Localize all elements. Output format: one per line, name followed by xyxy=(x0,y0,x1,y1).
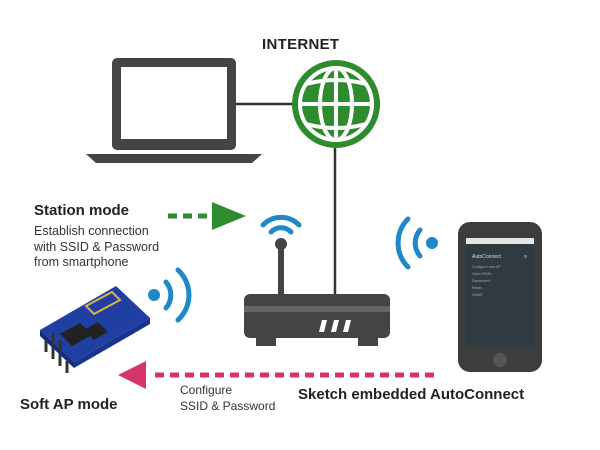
phone-screen: AutoConnect ≡ Configure new AP Open SSID… xyxy=(468,252,530,330)
station-mode-arrow xyxy=(168,202,246,230)
internet-label: INTERNET xyxy=(262,36,340,53)
wifi-signal-icon xyxy=(260,214,302,235)
configure-label: Configure SSID & Password xyxy=(180,382,275,414)
laptop-icon xyxy=(86,58,262,163)
menu-icon[interactable]: ≡ xyxy=(524,254,527,260)
phone-menu-item[interactable]: Reset... xyxy=(472,286,485,290)
station-desc-line: Establish connection xyxy=(34,224,149,238)
phone-screen-header: AutoConnect ≡ xyxy=(468,252,530,262)
phone-menu-item[interactable]: Configure new AP xyxy=(472,265,501,269)
phone-menu-item[interactable]: HOME xyxy=(472,293,483,297)
sketch-autoconnect-label: Sketch embedded AutoConnect xyxy=(298,386,525,403)
phone-screen-title: AutoConnect xyxy=(472,254,501,260)
station-desc-line: with SSID & Password xyxy=(34,239,160,254)
wifi-signal-icon xyxy=(148,267,192,323)
station-mode-description: Establish connection with SSID & Passwor… xyxy=(34,224,159,271)
wifi-signal-icon xyxy=(395,216,438,270)
smartphone-icon xyxy=(458,222,542,372)
configure-line: SSID & Password xyxy=(180,399,276,413)
phone-menu-item[interactable]: Disconnect xyxy=(472,279,490,283)
esp-module-icon xyxy=(40,286,150,373)
station-desc-line: from smartphone xyxy=(34,255,129,269)
station-mode-title: Station mode xyxy=(34,202,130,219)
softap-mode-arrow xyxy=(118,361,434,389)
softap-mode-title: Soft AP mode xyxy=(20,396,118,413)
phone-menu-item[interactable]: Open SSIDs xyxy=(472,272,492,276)
configure-line: Configure xyxy=(180,383,233,397)
router-icon xyxy=(244,238,390,346)
globe-icon xyxy=(292,60,380,148)
